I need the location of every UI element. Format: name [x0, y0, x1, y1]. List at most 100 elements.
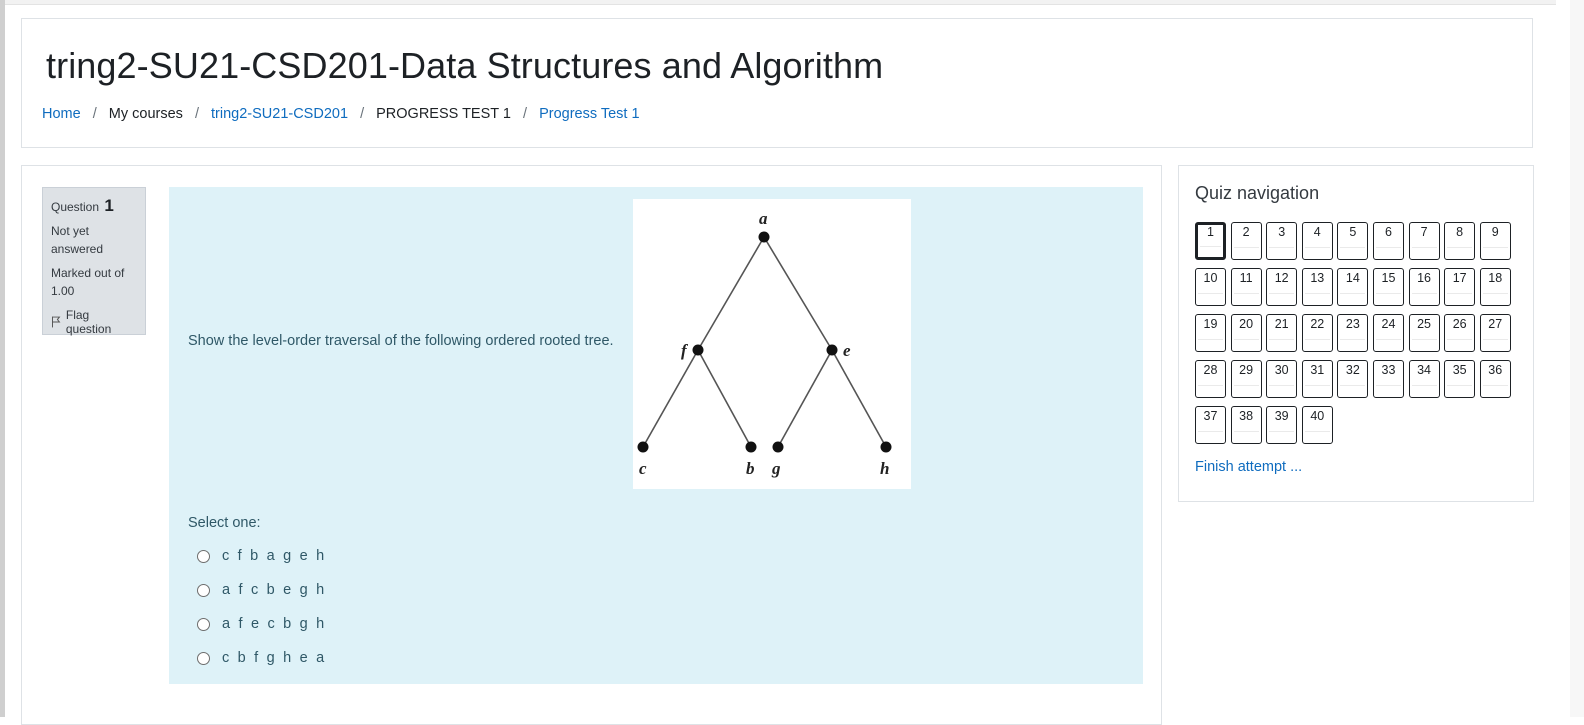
- tree-node-a: [758, 231, 770, 243]
- tree-diagram: a f e c b g h: [633, 199, 911, 489]
- quiz-nav-button-12[interactable]: 12: [1266, 268, 1298, 306]
- answer-text: a f c b e g h: [222, 582, 327, 598]
- answer-text: c f b a g e h: [222, 548, 327, 564]
- top-edge: [5, 0, 1556, 5]
- quiz-nav-button-2[interactable]: 2: [1230, 222, 1262, 260]
- quiz-nav-button-29[interactable]: 29: [1230, 360, 1262, 398]
- quiz-nav-button-38[interactable]: 38: [1230, 406, 1262, 444]
- quiz-nav-button-28[interactable]: 28: [1195, 360, 1226, 398]
- tree-label-e: e: [843, 341, 851, 360]
- quiz-nav-button-27[interactable]: 27: [1479, 314, 1511, 352]
- tree-node-e: [826, 344, 838, 356]
- page-header: tring2-SU21-CSD201-Data Structures and A…: [21, 18, 1533, 148]
- tree-node-g: [772, 441, 784, 453]
- quiz-nav-button-7[interactable]: 7: [1408, 222, 1440, 260]
- tree-node-b: [745, 441, 757, 453]
- breadcrumb-separator: /: [523, 106, 528, 122]
- tree-label-f: f: [681, 341, 689, 360]
- quiz-nav-button-6[interactable]: 6: [1372, 222, 1404, 260]
- tree-label-a: a: [759, 209, 768, 228]
- select-one-label: Select one:: [188, 515, 261, 531]
- quiz-nav-button-3[interactable]: 3: [1266, 222, 1298, 260]
- breadcrumb-quiz[interactable]: Progress Test 1: [539, 106, 640, 122]
- quiz-nav-button-30[interactable]: 30: [1266, 360, 1298, 398]
- quiz-nav-button-11[interactable]: 11: [1230, 268, 1262, 306]
- flag-question-label: Flag question: [65, 308, 112, 336]
- quiz-nav-button-8[interactable]: 8: [1444, 222, 1476, 260]
- question-number: Question 1: [51, 196, 137, 216]
- quiz-nav-button-5[interactable]: 5: [1337, 222, 1369, 260]
- flag-question-button[interactable]: Flag question: [51, 308, 137, 336]
- left-edge: [0, 0, 5, 717]
- breadcrumb-separator: /: [360, 106, 365, 122]
- quiz-nav-button-19[interactable]: 19: [1195, 314, 1226, 352]
- breadcrumb-home[interactable]: Home: [42, 106, 81, 122]
- page-title: tring2-SU21-CSD201-Data Structures and A…: [46, 45, 884, 86]
- quiz-nav-button-14[interactable]: 14: [1337, 268, 1369, 306]
- question-info: Question 1 Not yet answered Marked out o…: [42, 187, 146, 336]
- quiz-nav-button-15[interactable]: 15: [1372, 268, 1404, 306]
- answer-text: c b f g h e a: [222, 650, 327, 666]
- answer-option[interactable]: c f b a g e h: [197, 539, 326, 573]
- answer-options: c f b a g e h a f c b e g h a f e c b g …: [197, 539, 326, 675]
- question-number-value: 1: [104, 196, 114, 215]
- quiz-nav-button-34[interactable]: 34: [1408, 360, 1440, 398]
- tree-label-g: g: [771, 459, 781, 478]
- breadcrumb-my-courses: My courses: [108, 106, 183, 122]
- quiz-nav-button-16[interactable]: 16: [1408, 268, 1440, 306]
- quiz-nav-button-1[interactable]: 1: [1195, 222, 1226, 260]
- quiz-nav-button-21[interactable]: 21: [1266, 314, 1298, 352]
- quiz-nav-button-31[interactable]: 31: [1301, 360, 1333, 398]
- answer-option[interactable]: c b f g h e a: [197, 641, 326, 675]
- answer-text: a f e c b g h: [222, 616, 327, 632]
- flag-icon: [51, 316, 61, 328]
- quiz-nav-button-40[interactable]: 40: [1301, 406, 1333, 444]
- tree-node-c: [637, 441, 649, 453]
- quiz-nav-button-25[interactable]: 25: [1408, 314, 1440, 352]
- right-edge: [1570, 0, 1584, 717]
- quiz-nav-button-39[interactable]: 39: [1266, 406, 1298, 444]
- quiz-nav-button-35[interactable]: 35: [1444, 360, 1476, 398]
- quiz-nav-button-26[interactable]: 26: [1444, 314, 1476, 352]
- breadcrumb-section: PROGRESS TEST 1: [376, 106, 511, 122]
- quiz-nav-button-24[interactable]: 24: [1372, 314, 1404, 352]
- quiz-nav-button-37[interactable]: 37: [1195, 406, 1226, 444]
- answer-radio[interactable]: [197, 549, 210, 563]
- breadcrumb: Home / My courses / tring2-SU21-CSD201 /…: [42, 106, 640, 122]
- quiz-nav-button-36[interactable]: 36: [1479, 360, 1511, 398]
- question-state: Not yet answered: [51, 224, 104, 256]
- answer-option[interactable]: a f c b e g h: [197, 573, 326, 607]
- answer-radio[interactable]: [197, 617, 210, 631]
- answer-radio[interactable]: [197, 651, 210, 665]
- quiz-nav-button-13[interactable]: 13: [1301, 268, 1333, 306]
- finish-attempt-link[interactable]: Finish attempt ...: [1195, 459, 1303, 475]
- quiz-nav-button-33[interactable]: 33: [1372, 360, 1404, 398]
- question-grade: Marked out of 1.00: [51, 266, 125, 298]
- quiz-nav-button-9[interactable]: 9: [1479, 222, 1511, 260]
- tree-label-h: h: [880, 459, 889, 478]
- quiz-nav-button-20[interactable]: 20: [1230, 314, 1262, 352]
- quiz-nav-button-23[interactable]: 23: [1337, 314, 1369, 352]
- tree-label-b: b: [746, 459, 755, 478]
- answer-radio[interactable]: [197, 583, 210, 597]
- quiz-navigation-title: Quiz navigation: [1195, 183, 1320, 203]
- quiz-nav-button-32[interactable]: 32: [1337, 360, 1369, 398]
- question-region: Question 1 Not yet answered Marked out o…: [21, 165, 1162, 725]
- quiz-nav-button-18[interactable]: 18: [1479, 268, 1511, 306]
- quiz-nav-button-4[interactable]: 4: [1301, 222, 1333, 260]
- answer-option[interactable]: a f e c b g h: [197, 607, 326, 641]
- quiz-nav-button-10[interactable]: 10: [1195, 268, 1226, 306]
- question-text: Show the level-order traversal of the fo…: [188, 333, 614, 349]
- question-content: Show the level-order traversal of the fo…: [169, 187, 1143, 684]
- quiz-nav-button-17[interactable]: 17: [1444, 268, 1476, 306]
- breadcrumb-course[interactable]: tring2-SU21-CSD201: [211, 106, 349, 122]
- question-label: Question: [51, 200, 100, 214]
- tree-node-h: [880, 441, 892, 453]
- tree-node-f: [692, 344, 704, 356]
- quiz-nav-button-22[interactable]: 22: [1301, 314, 1333, 352]
- tree-label-c: c: [639, 459, 647, 478]
- breadcrumb-separator: /: [92, 106, 97, 122]
- breadcrumb-separator: /: [194, 106, 199, 122]
